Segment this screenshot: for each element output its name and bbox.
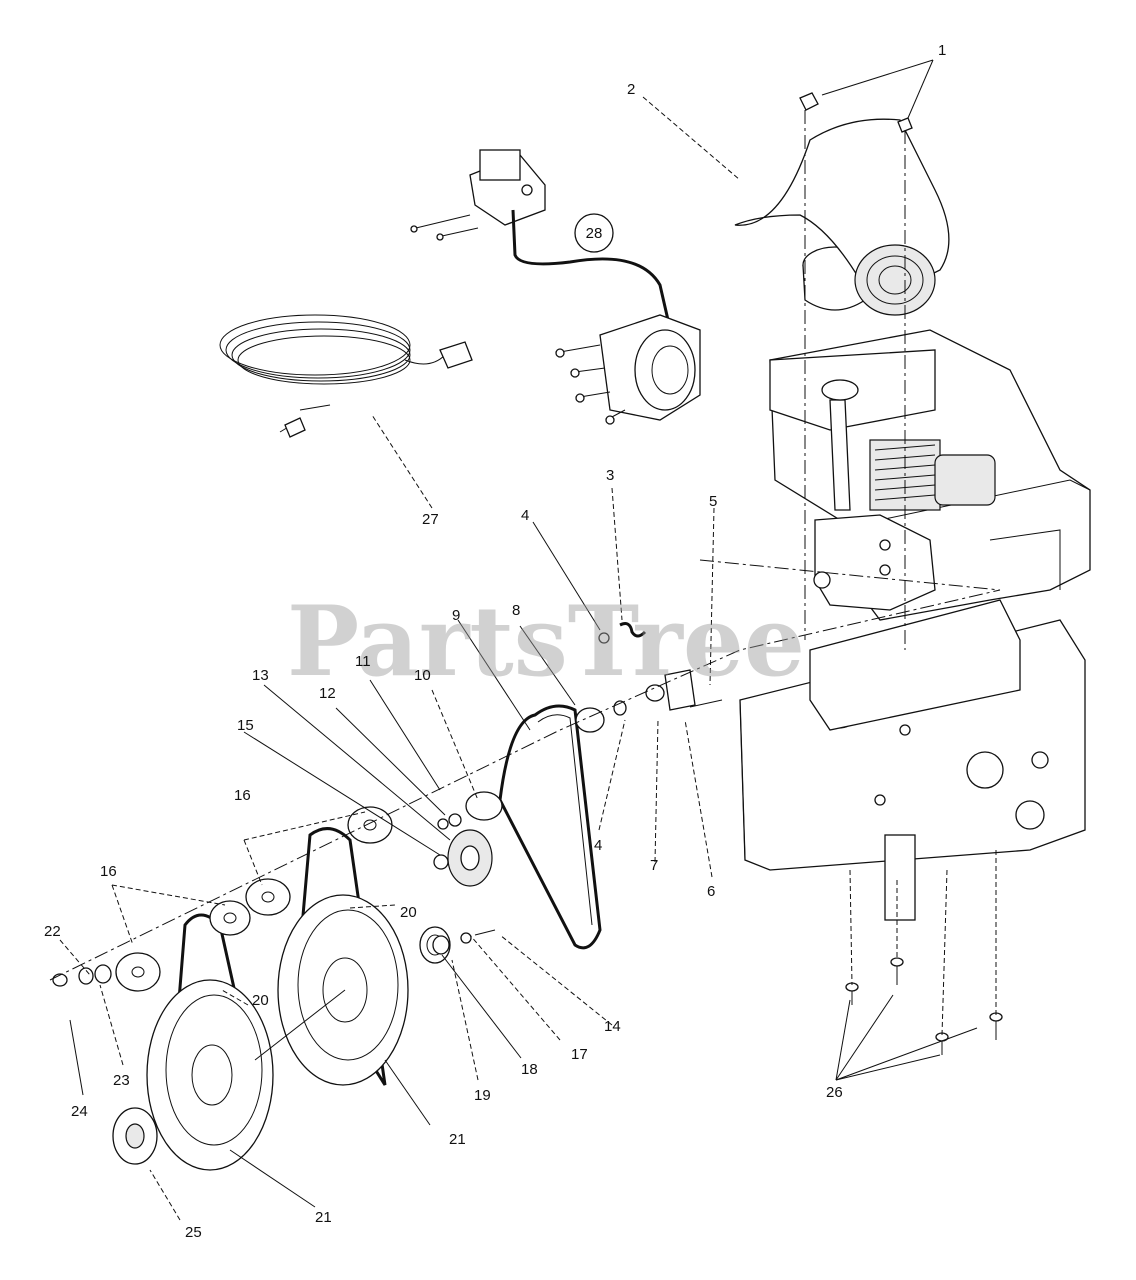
callout-17: 17: [571, 1046, 588, 1063]
callout-21b: 21: [315, 1209, 332, 1226]
callout-5: 5: [709, 493, 717, 510]
callout-16a: 16: [234, 787, 251, 804]
callout-3: 3: [606, 467, 614, 484]
callout-7: 7: [650, 857, 658, 874]
callout-9: 9: [452, 607, 460, 624]
callout-28-circle: [574, 213, 614, 253]
callout-labels: 1 2 3 4 4 5 6 7 8 9 10 11 12 13 14 15 16…: [44, 42, 946, 1241]
engine-assembly: [734, 92, 1091, 921]
callout-12: 12: [319, 685, 336, 702]
callout-28: 28: [586, 225, 603, 242]
callout-22: 22: [44, 923, 61, 940]
callout-4b: 4: [594, 837, 602, 854]
pulleys-belts: [49, 559, 1003, 1171]
callout-6: 6: [707, 883, 715, 900]
callout-13: 13: [252, 667, 269, 684]
callout-25: 25: [185, 1224, 202, 1241]
callout-14: 14: [604, 1018, 621, 1035]
callout-26: 26: [826, 1084, 843, 1101]
electric-starter: [410, 149, 701, 425]
callout-1: 1: [938, 42, 946, 59]
leader-lines: [59, 59, 978, 1221]
callout-24: 24: [71, 1103, 88, 1120]
callout-15: 15: [237, 717, 254, 734]
callout-20b: 20: [252, 992, 269, 1009]
callout-18: 18: [521, 1061, 538, 1078]
callout-2: 2: [627, 81, 635, 98]
callout-20a: 20: [400, 904, 417, 921]
watermark-text: PartsTree: [287, 585, 805, 698]
callout-16b: 16: [100, 863, 117, 880]
extension-cord: [219, 314, 473, 438]
callout-23: 23: [113, 1072, 130, 1089]
callout-11: 11: [355, 653, 371, 670]
callout-8: 8: [512, 602, 520, 619]
callout-19: 19: [474, 1087, 491, 1104]
callout-21a: 21: [449, 1131, 466, 1148]
callout-27: 27: [422, 511, 439, 528]
callout-10: 10: [414, 667, 431, 684]
callout-4a: 4: [521, 507, 529, 524]
